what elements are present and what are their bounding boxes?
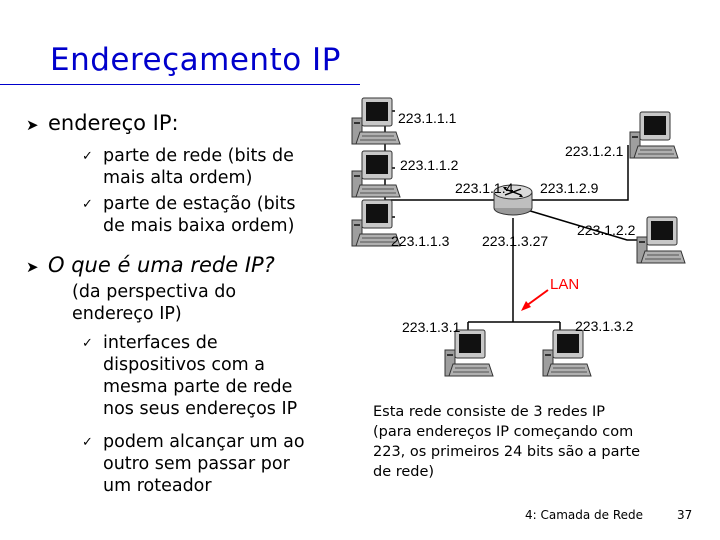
check-bullet-icon: ✓ bbox=[82, 149, 93, 164]
footer-chapter: 4: Camada de Rede bbox=[525, 508, 644, 522]
label-host-223-1-1-1: 223.1.1.1 bbox=[398, 110, 457, 126]
host-223-1-2-1-icon bbox=[629, 111, 679, 159]
label-router-if-223-1-3-27: 223.1.3.27 bbox=[482, 233, 549, 249]
label-host-223-1-3-1: 223.1.3.1 bbox=[402, 319, 461, 335]
sub-bullet-network-part: parte de rede (bits de mais alta ordem) bbox=[103, 146, 294, 188]
label-router-if-223-1-1-4: 223.1.1.4 bbox=[455, 180, 514, 196]
ip-perspective-text: (da perspectiva do endereço IP) bbox=[72, 282, 237, 324]
label-host-223-1-3-2: 223.1.3.2 bbox=[575, 318, 634, 334]
slide-title: Endereçamento IP bbox=[50, 42, 341, 78]
sub-bullet-reach: podem alcançar um ao outro sem passar po… bbox=[103, 432, 305, 496]
page-number: 37 bbox=[677, 508, 693, 522]
check-bullet-icon: ✓ bbox=[82, 435, 93, 450]
host-223-1-1-2-icon bbox=[351, 150, 401, 198]
label-host-223-1-2-1: 223.1.2.1 bbox=[565, 143, 624, 159]
host-223-1-3-1-icon bbox=[444, 329, 494, 377]
arrow-bullet-icon: ➤ bbox=[26, 116, 39, 134]
router-icon bbox=[493, 184, 533, 216]
sub-bullet-host-part: parte de estação (bits de mais baixa ord… bbox=[103, 194, 296, 236]
label-host-223-1-2-2: 223.1.2.2 bbox=[577, 222, 636, 238]
link-router-host-223-1-2-1 bbox=[532, 145, 629, 201]
bullet-ip-address: endereço IP: bbox=[48, 111, 179, 135]
lan-pointer-arrow bbox=[521, 289, 549, 311]
sub-bullet-interfaces: interfaces de dispositivos com a mesma p… bbox=[103, 333, 298, 419]
label-host-223-1-1-2: 223.1.1.2 bbox=[400, 157, 459, 173]
label-host-223-1-1-3: 223.1.1.3 bbox=[391, 233, 450, 249]
check-bullet-icon: ✓ bbox=[82, 336, 93, 351]
title-underline bbox=[0, 84, 360, 85]
network-explanation-note: Esta rede consiste de 3 redes IP (para e… bbox=[373, 404, 641, 480]
lan-label: LAN bbox=[550, 276, 580, 293]
bullet-what-is-ip-network: O que é uma rede IP? bbox=[48, 253, 275, 277]
host-223-1-1-1-icon bbox=[351, 97, 401, 145]
host-223-1-2-2-icon bbox=[636, 216, 686, 264]
link-router-host-223-1-2-2 bbox=[526, 209, 637, 241]
check-bullet-icon: ✓ bbox=[82, 197, 93, 212]
label-router-if-223-1-2-9: 223.1.2.9 bbox=[540, 180, 599, 196]
host-223-1-3-2-icon bbox=[542, 329, 592, 377]
arrow-bullet-icon: ➤ bbox=[26, 258, 39, 276]
